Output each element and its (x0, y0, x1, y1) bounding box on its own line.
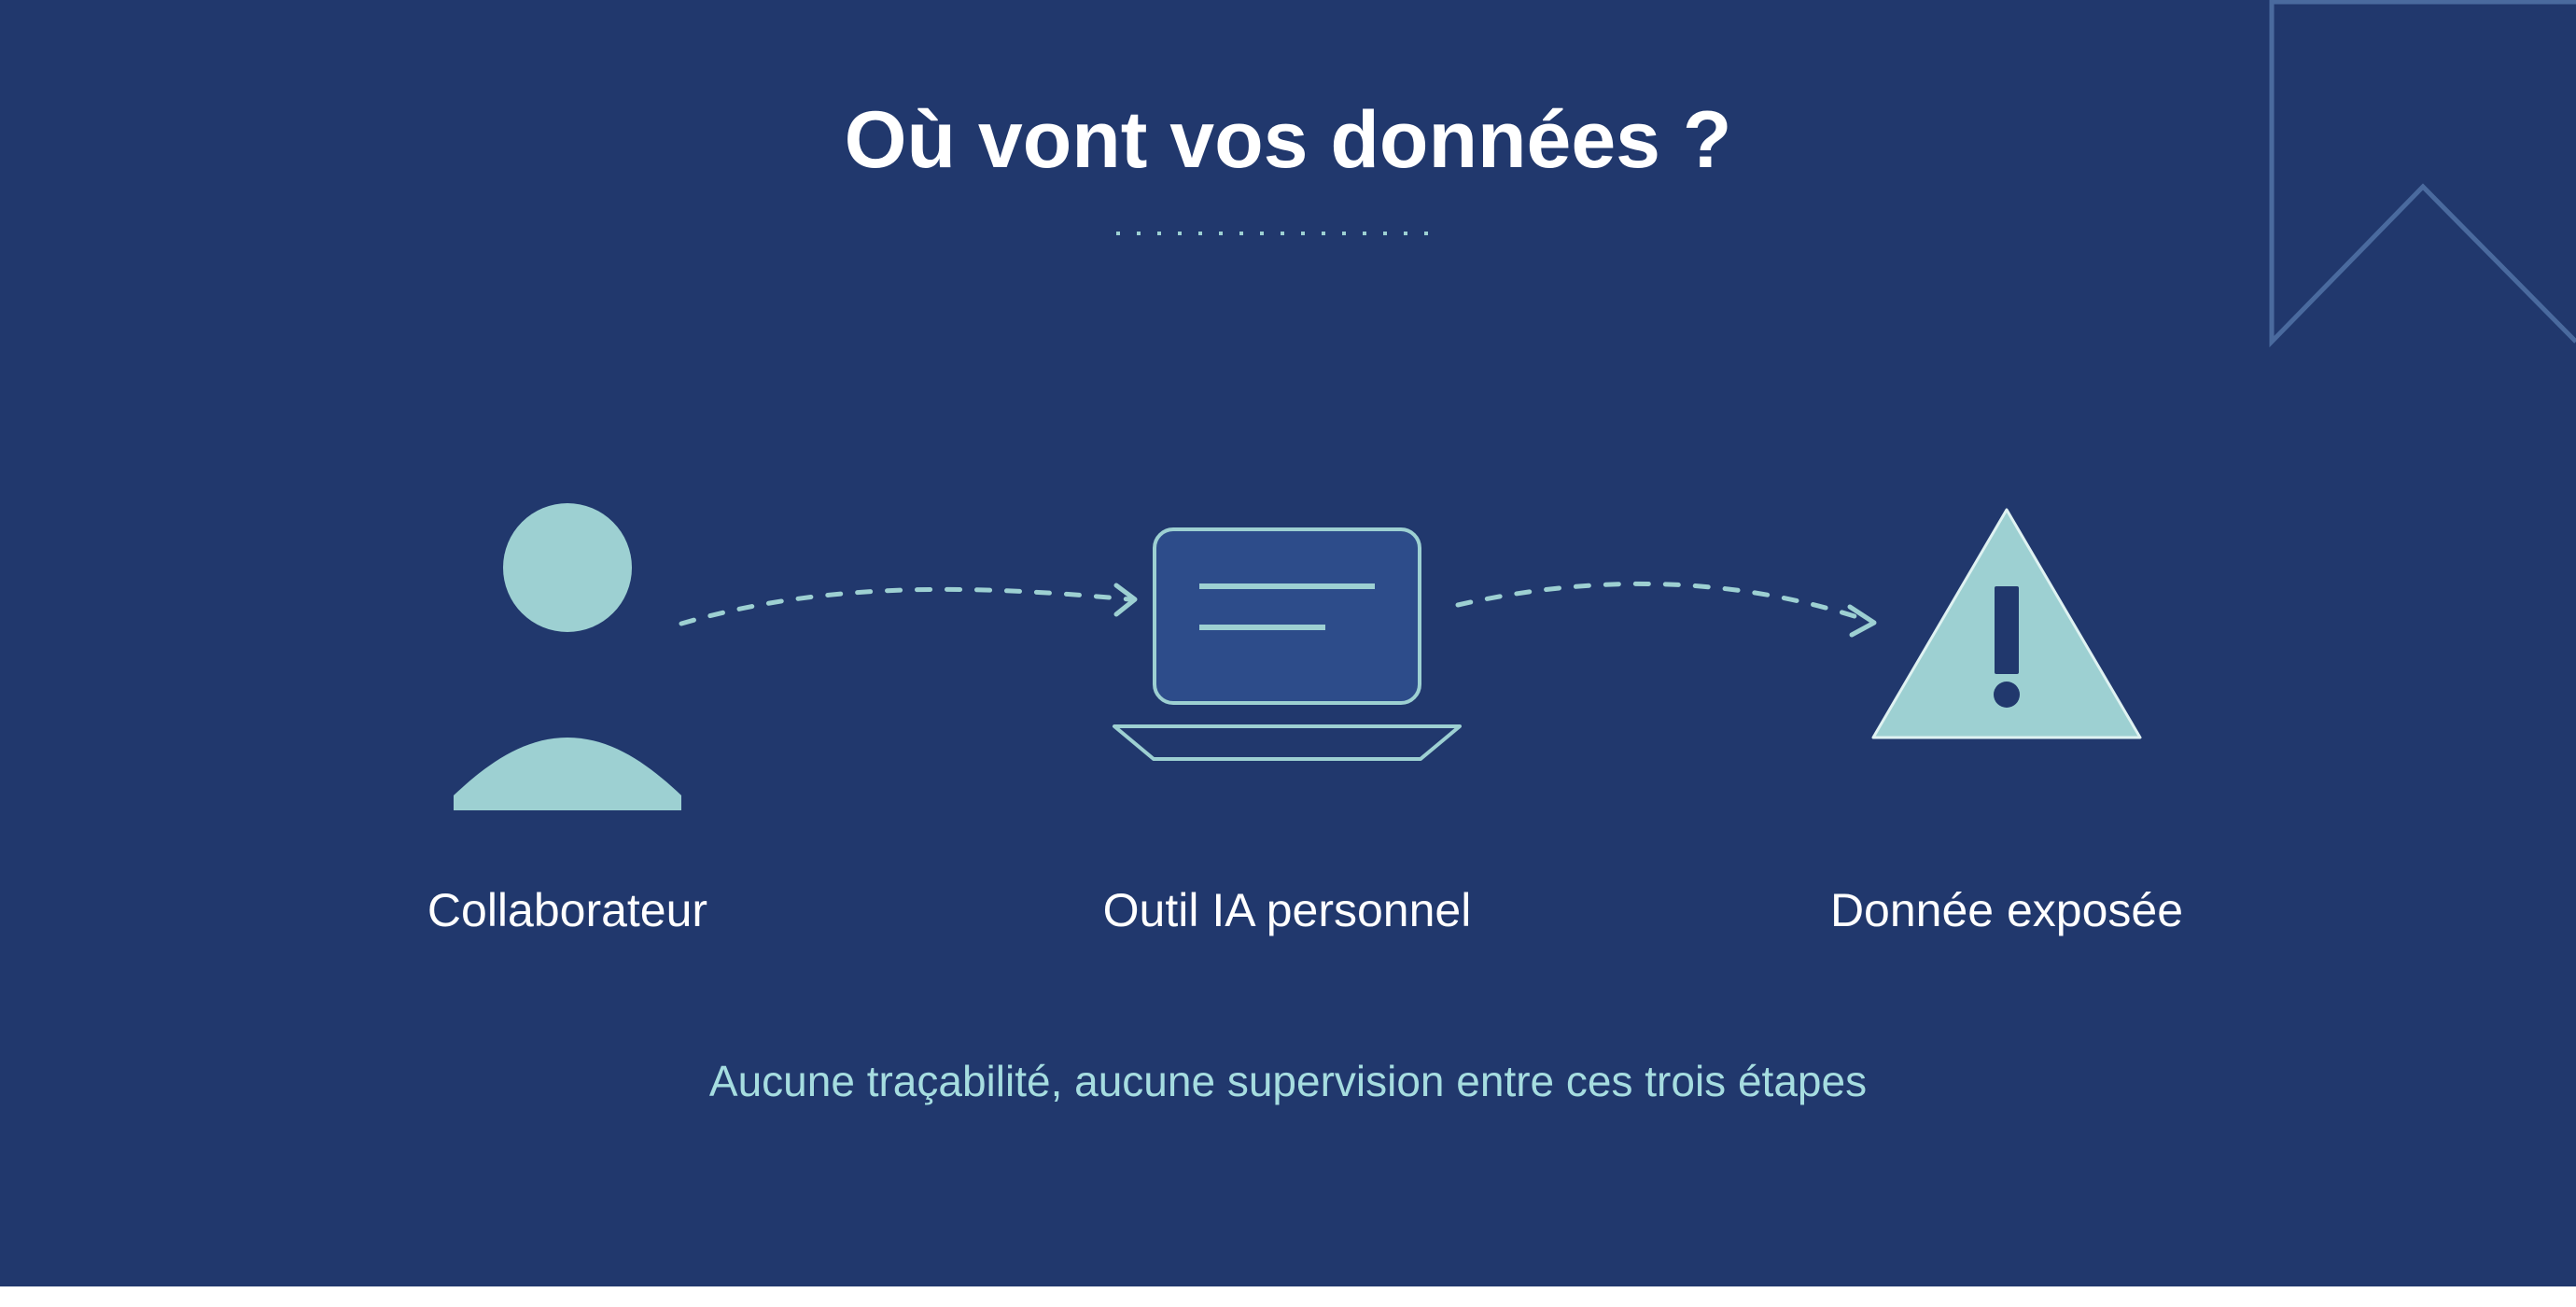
arrow-collaborateur-to-outil (679, 583, 1138, 626)
laptop-icon (1113, 527, 1462, 761)
node-label-collaborateur: Collaborateur (427, 884, 708, 936)
arrow-outil-to-donnee (1455, 581, 1877, 638)
person-icon (454, 503, 681, 810)
slide-caption: Aucune traçabilité, aucune supervision e… (708, 1057, 1868, 1105)
slide-title: Où vont vos données ? (844, 95, 1732, 185)
warning-icon (1871, 508, 2142, 739)
node-label-outil-ia: Outil IA personnel (1102, 884, 1472, 936)
node-label-donnee: Donnée exposée (1829, 884, 2184, 936)
